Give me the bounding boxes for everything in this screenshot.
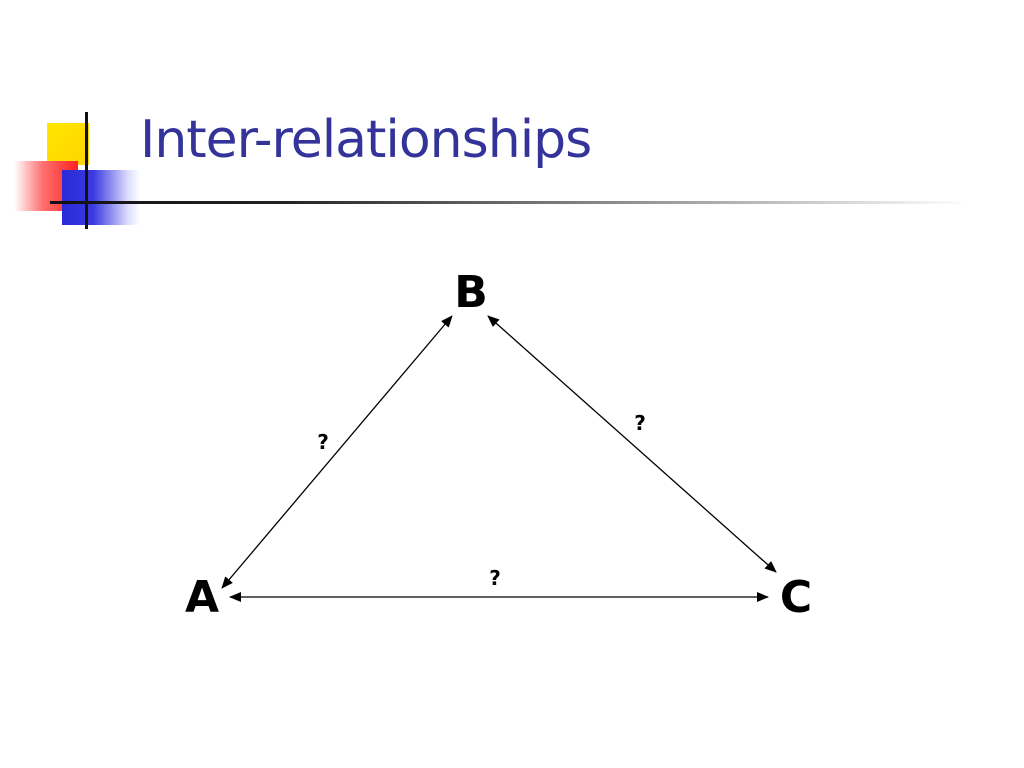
edge-b-c-arrow xyxy=(487,315,777,573)
logo-yellow-square xyxy=(47,123,89,165)
logo-blue-square xyxy=(62,170,140,225)
title-underline-rule xyxy=(50,201,970,204)
edge-b-c-label: ? xyxy=(634,411,646,435)
slide-title: Inter-relationships xyxy=(140,110,592,170)
node-c-label: C xyxy=(780,572,812,623)
edge-a-c-label: ? xyxy=(489,566,501,590)
node-b-label: B xyxy=(454,267,488,318)
logo-vertical-rule xyxy=(85,112,88,229)
edge-a-b-arrow xyxy=(221,315,453,589)
node-a-label: A xyxy=(185,572,219,623)
edge-a-b-label: ? xyxy=(317,430,329,454)
